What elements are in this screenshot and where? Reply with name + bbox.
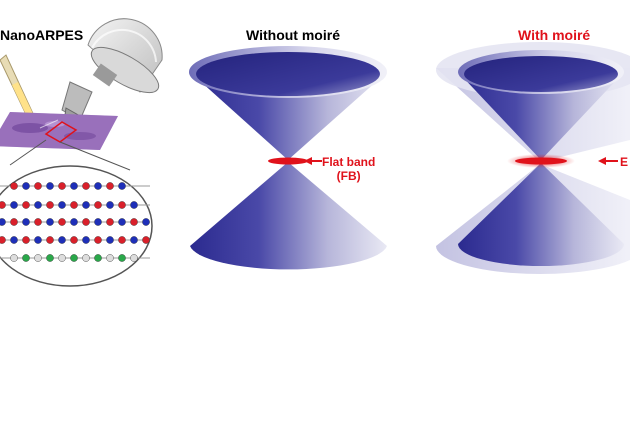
- moire-upper-opening: [464, 56, 618, 92]
- lattice-atom: [10, 236, 18, 244]
- lattice-atom: [22, 236, 30, 244]
- moire-upper-cone: [458, 72, 624, 160]
- upper-cone-opening: [196, 52, 380, 96]
- lattice-atom: [106, 254, 114, 262]
- nanoarpes-panel: [0, 18, 163, 287]
- lattice-atom: [130, 201, 138, 209]
- zoom-line-left: [9, 139, 47, 166]
- lattice-atom: [70, 236, 78, 244]
- lattice-atom: [142, 236, 150, 244]
- dirac-cone-moire: [436, 42, 630, 274]
- moire-flat-band-arrowhead: [598, 157, 606, 165]
- lattice-atom: [34, 182, 42, 190]
- panel-title-with-moire: With moiré: [518, 27, 591, 43]
- lattice-atom: [106, 218, 114, 226]
- dirac-cone-plain: [189, 46, 387, 270]
- lattice-atom: [70, 254, 78, 262]
- lattice-atom: [34, 254, 42, 262]
- lattice-atom: [58, 236, 66, 244]
- lattice-atom: [118, 254, 126, 262]
- flat-band-label-line1: Flat band: [322, 155, 376, 169]
- lattice-atom: [70, 218, 78, 226]
- lattice-atom: [10, 201, 18, 209]
- lattice-atom: [142, 218, 150, 226]
- lattice-atom: [0, 218, 6, 226]
- lattice-atom: [34, 236, 42, 244]
- lattice-atom: [10, 218, 18, 226]
- sample-map: [0, 112, 118, 150]
- lattice-atom: [22, 182, 30, 190]
- lattice-atom: [46, 182, 54, 190]
- moire-lower-cone: [458, 163, 624, 266]
- lattice-atom: [106, 236, 114, 244]
- lattice-atom: [22, 254, 30, 262]
- lattice-atom: [130, 218, 138, 226]
- lattice-atom: [58, 254, 66, 262]
- flat-band-label-line2: (FB): [336, 169, 361, 183]
- lattice-atom: [10, 182, 18, 190]
- flat-band-label: Flat band (FB): [322, 155, 375, 183]
- lattice-atom: [106, 182, 114, 190]
- lattice-atom: [70, 182, 78, 190]
- lattice-atom: [130, 254, 138, 262]
- lattice-atom: [58, 201, 66, 209]
- lower-cone: [190, 162, 387, 270]
- lattice-zoom: [0, 165, 153, 287]
- lattice-atom: [34, 218, 42, 226]
- moire-flat-band: [515, 157, 567, 165]
- lattice-atom: [22, 201, 30, 209]
- lattice-atom: [94, 254, 102, 262]
- lattice-atom: [58, 182, 66, 190]
- zoom-line-right: [59, 141, 131, 171]
- lattice-atom: [94, 236, 102, 244]
- lattice-atom: [0, 236, 6, 244]
- lattice-atom: [0, 201, 6, 209]
- lattice-atom: [82, 254, 90, 262]
- lattice-atom: [70, 201, 78, 209]
- flat-band-arrowhead: [304, 157, 312, 165]
- lattice-atom: [118, 218, 126, 226]
- lattice-atom: [118, 182, 126, 190]
- analyzer-dome: [87, 18, 163, 94]
- lattice-atom: [34, 201, 42, 209]
- lattice-atom: [82, 182, 90, 190]
- lattice-atom: [130, 236, 138, 244]
- panel-title-without-moire: Without moiré: [246, 27, 340, 43]
- lattice-atom: [94, 182, 102, 190]
- lattice-atom: [46, 236, 54, 244]
- lattice-atom: [46, 218, 54, 226]
- lattice-atom: [118, 201, 126, 209]
- lattice-atom: [106, 201, 114, 209]
- flat-band: [268, 157, 308, 165]
- lattice-atom: [22, 218, 30, 226]
- lattice-atom: [82, 201, 90, 209]
- moire-flat-band-label: E: [620, 155, 629, 169]
- lattice-atom: [10, 254, 18, 262]
- lattice-atom: [46, 254, 54, 262]
- lattice-atom: [58, 218, 66, 226]
- panel-title-nanoarpes: NanoARPES: [0, 27, 84, 43]
- lattice-atom: [118, 236, 126, 244]
- lattice-atom: [82, 236, 90, 244]
- lattice-atom: [94, 201, 102, 209]
- lattice-atom: [82, 218, 90, 226]
- lattice-atom: [46, 201, 54, 209]
- lattice-atom: [94, 218, 102, 226]
